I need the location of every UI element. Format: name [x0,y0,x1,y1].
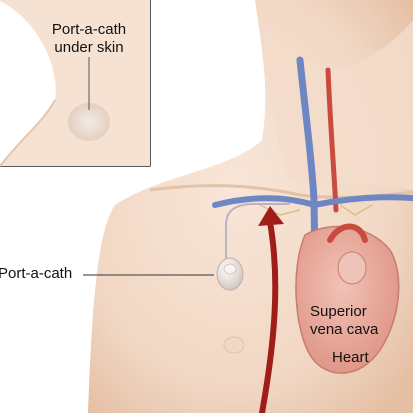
port-device-icon [216,257,244,291]
nerve-branches [259,204,373,216]
carotid-artery [325,67,339,213]
subclavian-vein [212,195,317,208]
svc-line2: vena cava [310,321,379,338]
arrow-up-icon [258,206,284,413]
aorta-arch [327,223,368,243]
superior-vena-cava-label: Superior vena cava [310,303,378,339]
heart-label: Heart [332,349,369,366]
heart-icon [295,225,400,374]
inset-caption-line2: under skin [54,39,124,56]
skin-lump [223,336,245,354]
catheter-line [225,203,290,270]
port-label: Port-a-cath [0,265,73,282]
jugular-vein [296,56,320,334]
heart-chamber [337,251,367,285]
svc-line1: Superior [310,303,367,320]
inset-caption-line1: Port-a-cath [51,21,127,38]
inset-caption: Port-a-cath under skin [30,21,148,57]
right-subclavian-vein [311,194,413,208]
inset-panel [0,0,151,167]
